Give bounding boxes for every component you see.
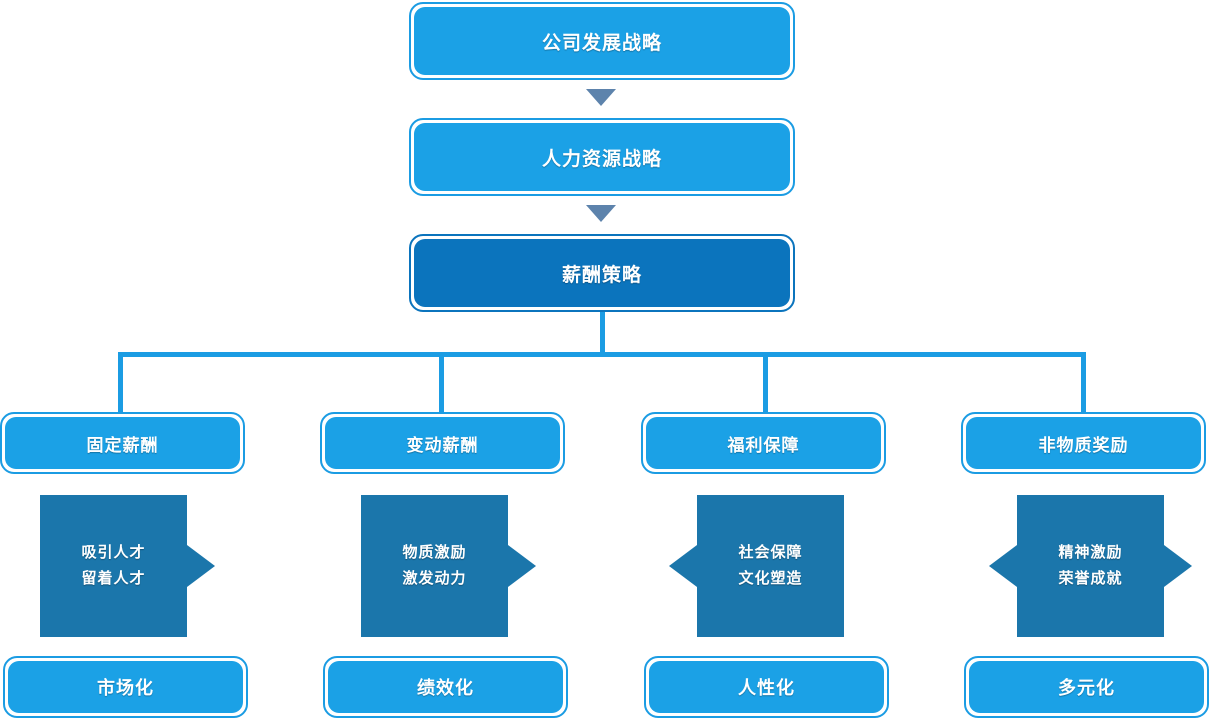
- callout-variable-pay-body: 物质激励 激发动力: [361, 495, 508, 637]
- arrow-down-icon-1: [586, 89, 616, 106]
- node-outcome-marketization-label: 市场化: [8, 661, 243, 713]
- callout-tail-right-icon-1: [187, 545, 215, 587]
- callout-benefits-body: 社会保障 文化塑造: [697, 495, 844, 637]
- callout-variable-pay-line1: 物质激励: [402, 543, 467, 561]
- node-outcome-performance[interactable]: 绩效化: [323, 656, 568, 718]
- arrow-down-icon-2: [586, 205, 616, 222]
- node-outcome-marketization[interactable]: 市场化: [3, 656, 248, 718]
- node-outcome-humanization[interactable]: 人性化: [644, 656, 889, 718]
- callout-benefits-line2: 文化塑造: [738, 570, 803, 587]
- callout-benefits: 社会保障 文化塑造: [669, 495, 844, 637]
- callout-variable-pay: 物质激励 激发动力: [361, 495, 536, 637]
- callout-benefits-line1: 社会保障: [738, 543, 803, 561]
- node-category-benefits-label: 福利保障: [646, 417, 881, 469]
- node-category-variable-pay-label: 变动薪酬: [325, 417, 560, 469]
- node-category-non-material[interactable]: 非物质奖励: [961, 412, 1206, 474]
- node-category-non-material-label: 非物质奖励: [966, 417, 1201, 469]
- callout-tail-left-icon-3: [669, 545, 697, 587]
- callout-tail-right-icon-4: [1164, 545, 1192, 587]
- node-outcome-diversification-label: 多元化: [969, 661, 1204, 713]
- callout-fixed-pay-body: 吸引人才 留着人才: [40, 495, 187, 637]
- node-compensation-strategy[interactable]: 薪酬策略: [409, 234, 795, 312]
- node-outcome-humanization-label: 人性化: [649, 661, 884, 713]
- callout-non-material-line2: 荣誉成就: [1058, 570, 1123, 587]
- connector-drop-4: [1081, 352, 1086, 415]
- node-hr-strategy-label: 人力资源战略: [414, 123, 790, 191]
- node-hr-strategy[interactable]: 人力资源战略: [409, 118, 795, 196]
- node-category-fixed-pay[interactable]: 固定薪酬: [0, 412, 245, 474]
- callout-non-material-line1: 精神激励: [1058, 543, 1123, 561]
- node-outcome-performance-label: 绩效化: [328, 661, 563, 713]
- node-category-fixed-pay-label: 固定薪酬: [5, 417, 240, 469]
- connector-drop-2: [439, 352, 444, 415]
- node-category-benefits[interactable]: 福利保障: [641, 412, 886, 474]
- connector-drop-3: [763, 352, 768, 415]
- callout-fixed-pay-line1: 吸引人才: [81, 543, 146, 561]
- callout-tail-left-icon-4: [989, 545, 1017, 587]
- callout-fixed-pay-line2: 留着人才: [81, 570, 146, 587]
- connector-horizontal-bus: [118, 352, 1086, 357]
- node-category-variable-pay[interactable]: 变动薪酬: [320, 412, 565, 474]
- callout-fixed-pay: 吸引人才 留着人才: [40, 495, 215, 637]
- callout-non-material: 精神激励 荣誉成就: [989, 495, 1192, 637]
- node-company-strategy-label: 公司发展战略: [414, 7, 790, 75]
- callout-variable-pay-line2: 激发动力: [402, 570, 467, 587]
- node-compensation-strategy-label: 薪酬策略: [414, 239, 790, 307]
- callout-non-material-body: 精神激励 荣誉成就: [1017, 495, 1164, 637]
- node-outcome-diversification[interactable]: 多元化: [964, 656, 1209, 718]
- connector-trunk-vertical: [600, 312, 605, 356]
- callout-tail-right-icon-2: [508, 545, 536, 587]
- connector-drop-1: [118, 352, 123, 415]
- node-company-strategy[interactable]: 公司发展战略: [409, 2, 795, 80]
